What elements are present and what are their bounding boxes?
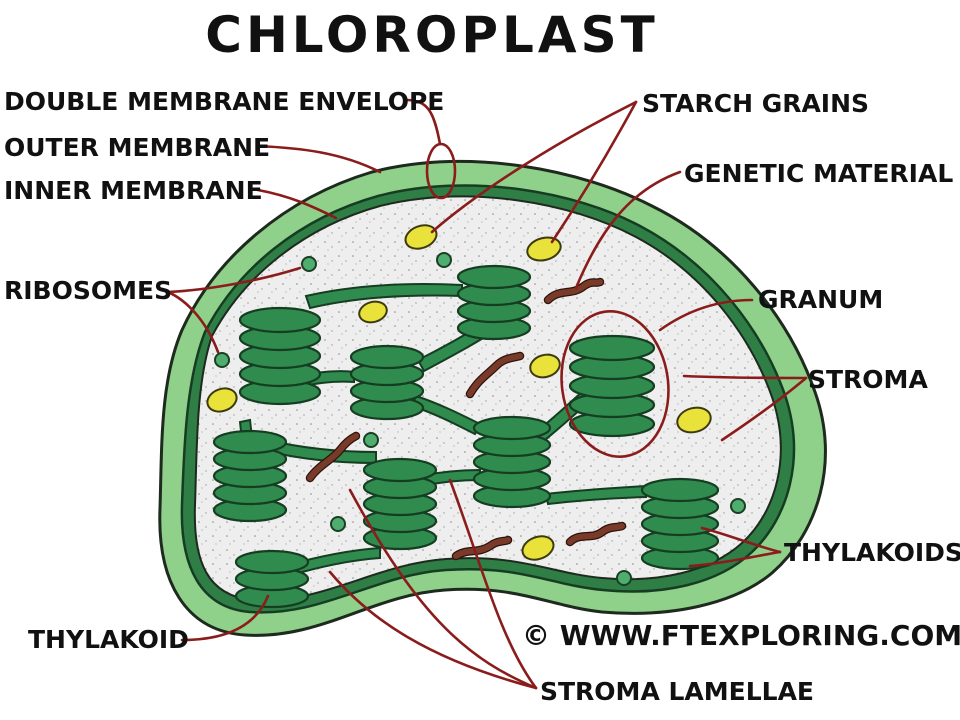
leader-genetic [574,170,682,290]
leader-lines [166,98,808,690]
label-thylakoids: THYLAKOIDS [784,538,960,567]
granum-stack-1 [238,306,322,406]
diagram-title: CHLOROPLAST [205,6,658,64]
label-genetic-material: GENETIC MATERIAL [684,159,953,188]
genetic-material [305,277,627,561]
label-stroma: STROMA [808,365,928,394]
granum-stack-2 [349,344,425,421]
granum-stack-9 [234,549,310,609]
granum-stack-5 [212,429,288,523]
granum-stack-3 [456,264,532,341]
leader-ribosomes-b [166,290,220,354]
leader-thylakoid [180,594,270,642]
label-stroma-lamellae: STROMA LAMELLAE [540,677,814,706]
granum-highlight-circle [560,310,670,458]
leader-inner-membrane [256,188,338,220]
leader-stroma-b [720,376,808,442]
leader-double-membrane [404,98,442,146]
leader-stroma-a [682,374,808,380]
label-double-membrane-envelope: DOUBLE MEMBRANE ENVELOPE [4,87,444,116]
granum-stack-6 [472,415,552,509]
copyright-text: © WWW.FTEXPLORING.COM [522,619,960,652]
leader-thylakoids-a [700,526,782,554]
label-inner-membrane: INNER MEMBRANE [4,176,263,205]
granum-stack-7 [362,457,438,551]
leader-lamellae-b [448,478,538,690]
leader-starch-b [550,100,638,244]
ribosomes [214,252,746,586]
label-granum: GRANUM [758,285,883,314]
label-thylakoid: THYLAKOID [28,625,189,654]
label-outer-membrane: OUTER MEMBRANE [4,133,270,162]
leader-ribosomes-a [166,266,302,294]
label-starch-grains: STARCH GRAINS [642,89,869,118]
granum-stack-8 [640,477,720,571]
leader-outer-membrane [256,144,382,174]
leader-granum [658,298,754,332]
leader-lamellae-a [348,488,538,690]
leader-lamellae-c [328,570,538,690]
granum-stack-4 [568,334,656,438]
label-ribosomes: RIBOSOMES [4,276,172,305]
leader-thylakoids-b [688,550,782,568]
leader-starch-a [430,100,638,234]
